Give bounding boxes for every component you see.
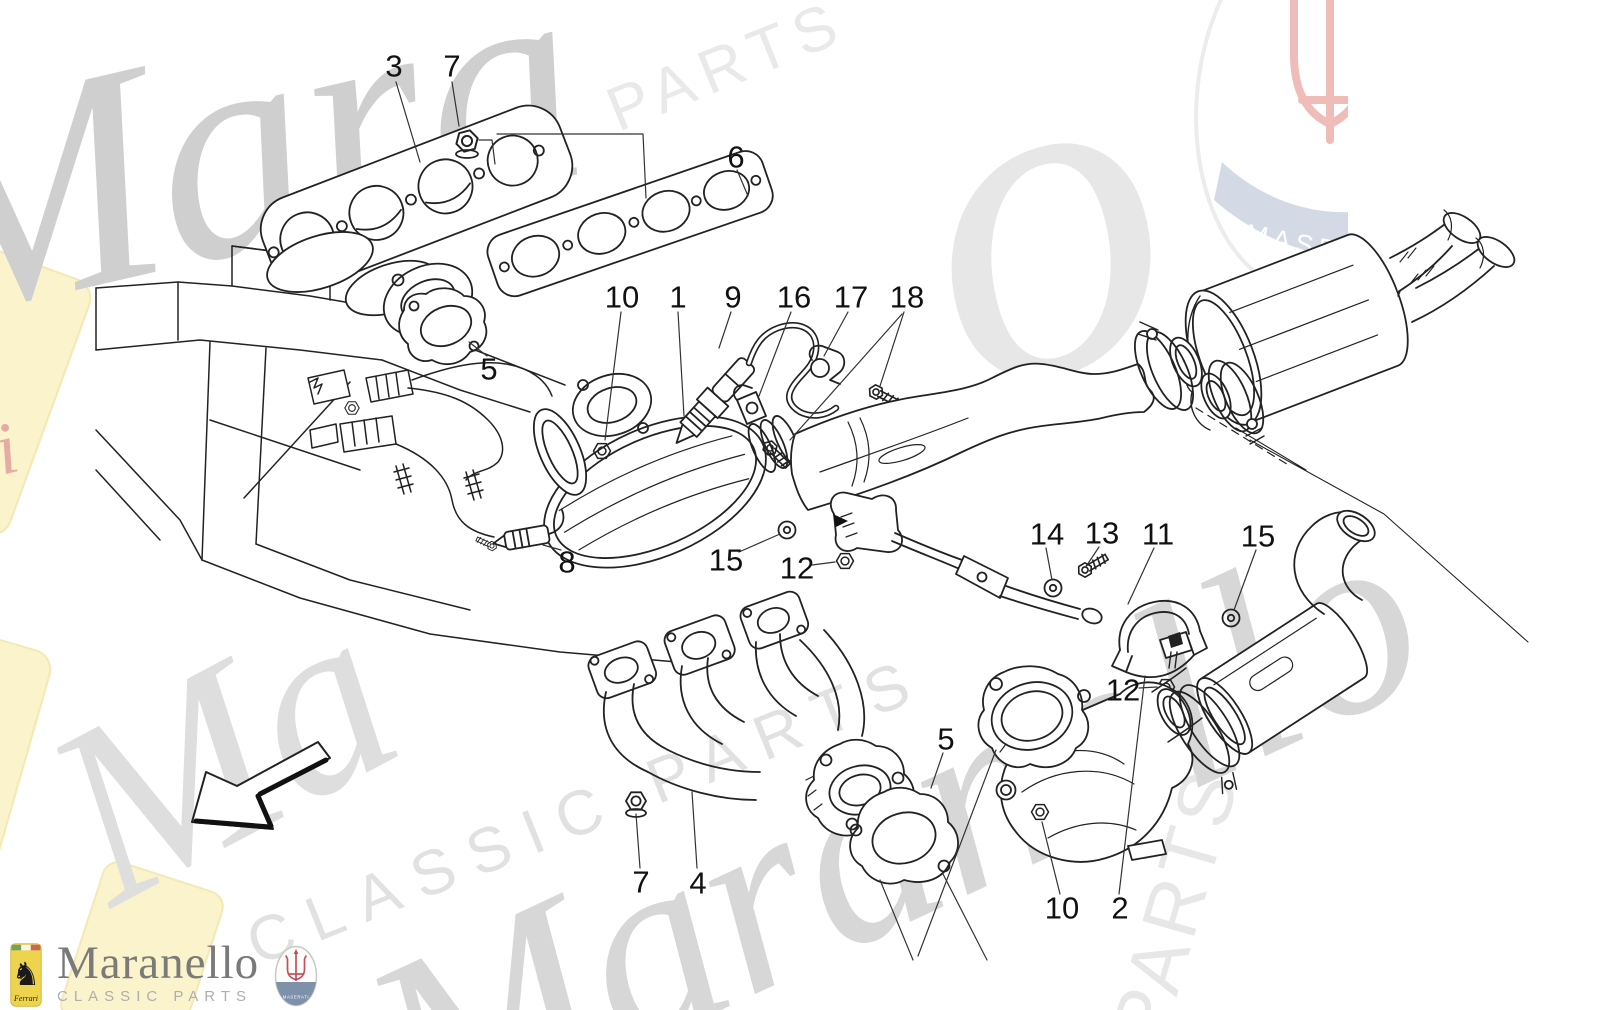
maserati-badge-icon: MASERATI — [274, 945, 318, 1007]
part-callout-8[interactable]: 8 — [558, 544, 576, 580]
trident-icon — [285, 953, 308, 981]
part-callout-15[interactable]: 15 — [1240, 518, 1276, 554]
part-callout-7[interactable]: 7 — [632, 864, 650, 900]
manifold-nut-upper — [452, 127, 482, 159]
chassis-frame — [95, 245, 701, 665]
manifold-gasket — [486, 150, 774, 298]
catalytic-converter-front — [532, 373, 801, 569]
support-rod-assembly — [777, 491, 1241, 696]
oxygen-sensor-left — [492, 509, 565, 551]
part-callout-2[interactable]: 2 — [1111, 890, 1129, 926]
sensor-bracket-and-clamp — [732, 344, 903, 472]
part-callout-3[interactable]: 3 — [385, 48, 403, 84]
brand-text-block: Maranello CLASSIC PARTS — [57, 937, 260, 1007]
part-callout-5[interactable]: 5 — [937, 721, 955, 757]
part-callout-15[interactable]: 15 — [708, 542, 744, 578]
brand-tagline: CLASSIC PARTS — [57, 988, 252, 1005]
flange-gasket-upper — [398, 287, 488, 366]
part-callout-11[interactable]: 11 — [1141, 516, 1175, 552]
prancing-horse-icon: ♞ — [12, 956, 41, 992]
part-callout-6[interactable]: 6 — [727, 139, 745, 175]
part-callout-5[interactable]: 5 — [480, 351, 498, 387]
maserati-badge-label: MASERATI — [283, 995, 309, 1000]
watermark-text: PARTS — [597, 0, 856, 145]
ferrari-shield-watermark — [0, 239, 224, 1010]
part-callout-12[interactable]: 12 — [779, 550, 815, 586]
flange-gasket-lower — [849, 786, 959, 885]
brand-title: Maranello — [57, 937, 260, 989]
part-callout-9[interactable]: 9 — [724, 279, 742, 315]
part-callout-14[interactable]: 14 — [1029, 516, 1065, 552]
exhaust-manifold-lower — [587, 590, 915, 837]
part-callout-13[interactable]: 13 — [1084, 515, 1120, 551]
part-callout-4[interactable]: 4 — [689, 865, 707, 901]
part-callout-16[interactable]: 16 — [776, 279, 812, 315]
resonator-pipe — [1151, 509, 1376, 795]
part-callout-10[interactable]: 10 — [1044, 890, 1080, 926]
oxygen-sensor-front — [675, 322, 840, 444]
rear-muffler — [1134, 209, 1529, 643]
part-callout-1[interactable]: 1 — [669, 279, 687, 315]
part-callout-18[interactable]: 18 — [889, 279, 925, 315]
exhaust-manifold-upper — [259, 104, 574, 338]
ferrari-badge-icon: ♞ Ferrari — [10, 943, 42, 1007]
leader-lines — [395, 81, 1257, 961]
part-callout-17[interactable]: 17 — [833, 279, 869, 315]
catalytic-converter-rear — [977, 665, 1194, 863]
ferrari-badge-label: Ferrari — [13, 994, 38, 1003]
part-callout-12[interactable]: 12 — [1105, 672, 1141, 708]
brand-footer: ♞ Ferrari Maranello CLASSIC PARTS MASERA… — [10, 937, 318, 1007]
part-callout-10[interactable]: 10 — [604, 279, 640, 315]
part-callout-7[interactable]: 7 — [443, 48, 461, 84]
direction-arrow-icon — [191, 741, 331, 830]
front-pipe — [790, 362, 1155, 511]
